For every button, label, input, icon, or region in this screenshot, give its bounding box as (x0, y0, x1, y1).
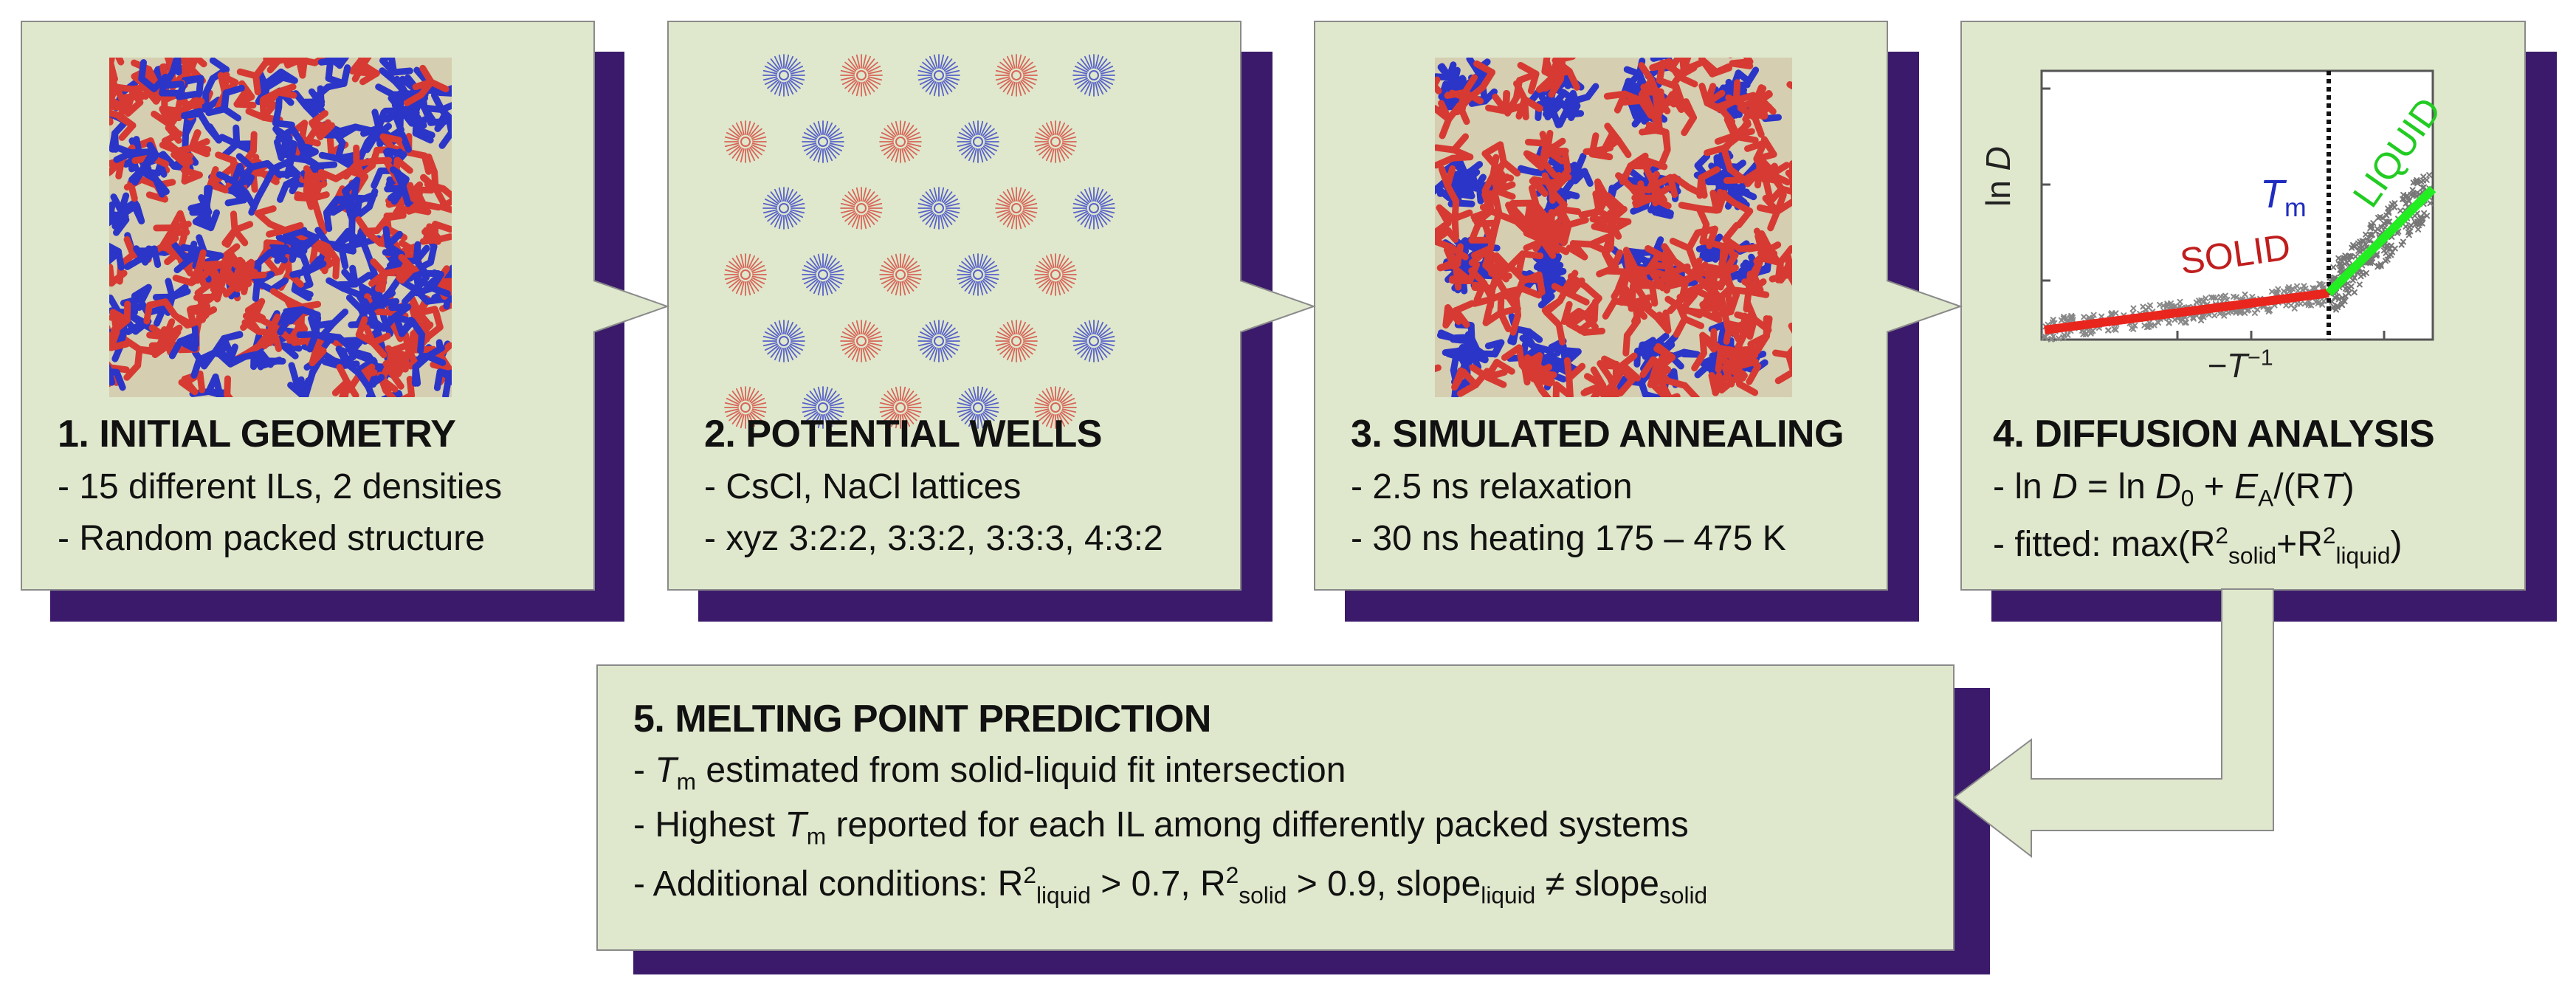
step1-title: 1. INITIAL GEOMETRY (58, 413, 456, 455)
step4-equation: - ln D = ln D0 + EA/(RT) (1993, 467, 2355, 512)
step1-bullet-2: - Random packed structure (58, 519, 485, 558)
step4-title: 4. DIFFUSION ANALYSIS (1993, 413, 2435, 455)
solid-fit-line (2044, 289, 2329, 334)
step5-line-2: - Highest Tm reported for each IL among … (633, 805, 1689, 850)
step2-bullet-2: - xyz 3:2:2, 3:3:2, 3:3:3, 4:3:2 (704, 519, 1163, 558)
step2-title: 2. POTENTIAL WELLS (704, 413, 1102, 455)
step3-bullet-1: - 2.5 ns relaxation (1351, 467, 1633, 506)
diffusion-plot (2040, 69, 2436, 343)
potential-wells-image (724, 54, 1115, 429)
liquid-fit-line (2325, 185, 2436, 297)
step5-box (596, 664, 1955, 951)
step5-line-3: - Additional conditions: R2liquid > 0.7,… (633, 862, 1708, 909)
step5-line-1: - Tm estimated from solid-liquid fit int… (633, 751, 1346, 795)
step3-title: 3. SIMULATED ANNEALING (1351, 413, 1844, 455)
connector-arrow-3-4 (1887, 281, 1960, 332)
step2-bullet-1: - CsCl, NaCl lattices (704, 467, 1022, 506)
plot-ylabel: ln D (1979, 146, 2017, 207)
step1-bullet-1: - 15 different ILs, 2 densities (58, 467, 503, 506)
annealed-structure-image (1435, 58, 1792, 397)
connector-arrow-4-5 (1953, 588, 2274, 859)
connector-arrow-2-3 (1240, 281, 1314, 332)
random-structure-image (109, 58, 452, 397)
step3-bullet-2: - 30 ns heating 175 – 475 K (1351, 519, 1786, 558)
step5-title: 5. MELTING POINT PREDICTION (633, 698, 1211, 740)
connector-arrow-1-2 (593, 281, 667, 332)
step4-fit: - fitted: max(R2solid+R2liquid) (1993, 522, 2403, 569)
plot-tm-label: Tm (2260, 172, 2307, 222)
plot-xlabel: −T−1 (2207, 345, 2273, 385)
